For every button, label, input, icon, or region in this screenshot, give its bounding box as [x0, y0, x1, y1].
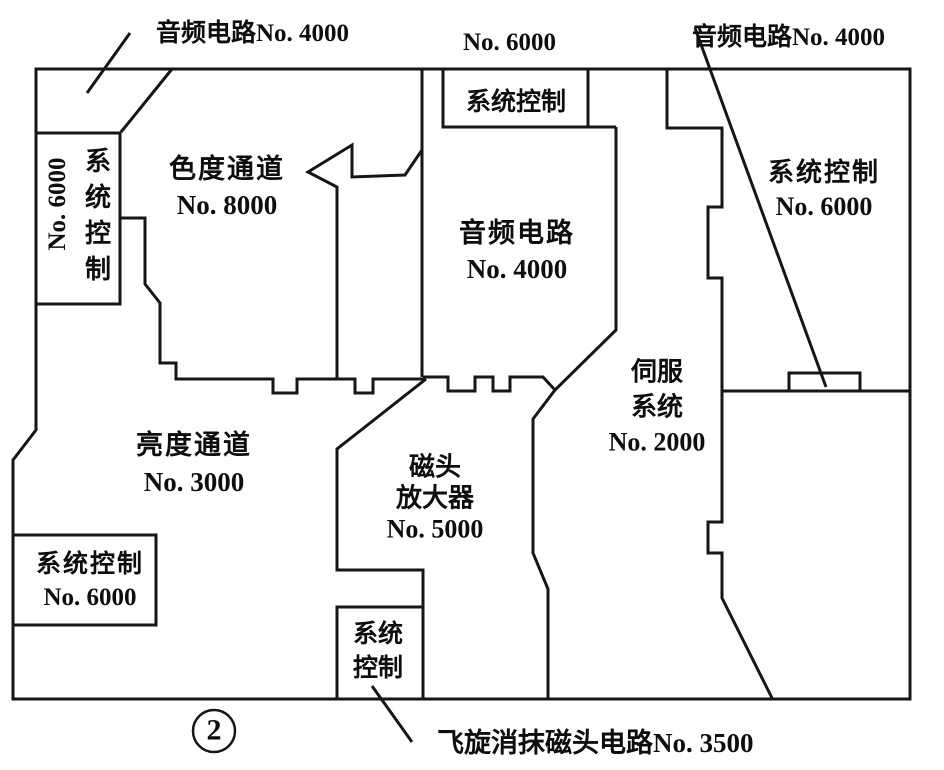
region-servo-name1: 伺服	[630, 357, 683, 387]
right-region-boundary	[665, 69, 774, 699]
region-luminance-number: No. 3000	[143, 467, 245, 497]
region-luminance-name: 亮度通道	[136, 430, 252, 460]
region-servo-name2: 系统	[630, 392, 683, 422]
region-headamp-number: No. 5000	[386, 514, 484, 544]
region-label-chroma: 色度通道 No. 8000	[169, 151, 285, 223]
audio-servo-boundary	[531, 127, 618, 699]
region-label-sysctl-bottom-left: 系统控制 No. 6000	[36, 548, 144, 614]
region-label-sysctl-top: 系统控制	[466, 82, 566, 118]
leader-line-top-left	[85, 32, 132, 94]
region-chroma-number: No. 8000	[176, 190, 278, 220]
sysctl-bottom-center-name1: 系统	[352, 621, 404, 648]
sysctl-bottom-center-name2: 控制	[352, 655, 404, 682]
region-audio-number: No. 4000	[466, 254, 568, 284]
callout-top-center: No. 6000	[463, 29, 557, 56]
region-label-audio: 音频电路 No. 4000	[459, 215, 575, 287]
region-chroma-name: 色度通道	[169, 154, 285, 184]
sysctl-right-name: 系统控制	[767, 158, 881, 187]
leader-line-bottom	[370, 685, 414, 743]
region-label-luminance: 亮度通道 No. 3000	[136, 427, 252, 501]
sysctl-top-name: 系统控制	[465, 89, 567, 116]
region-label-headamp: 磁头 放大器 No. 5000	[387, 452, 484, 545]
corner-cut-diagonal	[119, 68, 174, 133]
sysctl-bottom-left-name: 系统控制	[35, 551, 145, 578]
figure-number-circle	[191, 708, 237, 754]
audio-bottom-edge	[423, 375, 557, 393]
arrow-notch	[304, 142, 424, 379]
bottom-left-sysctl-box	[11, 533, 158, 627]
region-audio-name: 音频电路	[459, 218, 575, 248]
callout-top-right: 音频电路No. 4000	[692, 24, 886, 51]
leader-line-top-right	[693, 27, 828, 388]
board-outline	[11, 67, 912, 701]
region-label-sysctl-bottom-center: 系统 控制	[353, 618, 403, 686]
sysctl-right-number: No. 6000	[775, 192, 873, 221]
chroma-boundary	[120, 216, 426, 395]
sysctl-left-name-vertical: 系统控制	[81, 147, 111, 291]
region-headamp-name1: 磁头	[408, 452, 461, 482]
figure-caption-number: 2	[206, 713, 222, 747]
sysctl-left-number-rotated: No. 6000	[44, 157, 71, 251]
region-label-servo: 伺服 系统 No. 2000	[609, 355, 706, 460]
top-sysctl-box	[441, 67, 590, 129]
callout-top-left: 音频电路No. 4000	[156, 20, 350, 47]
sysctl-bottom-left-number: No. 6000	[43, 584, 137, 611]
region-servo-number: No. 2000	[608, 427, 706, 457]
region-headamp-name2: 放大器	[395, 483, 474, 513]
callout-bottom: 飞旋消抹磁头电路No. 3500	[437, 728, 754, 758]
region-label-sysctl-right: 系统控制 No. 6000	[768, 156, 880, 224]
connector-block	[787, 371, 862, 393]
